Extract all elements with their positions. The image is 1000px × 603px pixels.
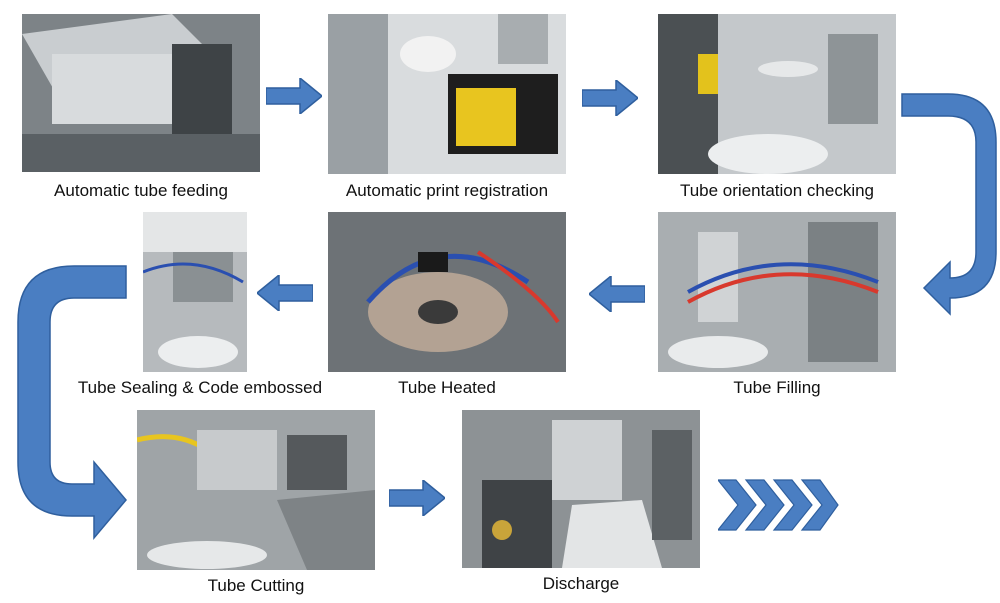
step-2-caption: Automatic print registration <box>345 181 549 200</box>
step-3-photo <box>658 14 896 174</box>
step-2-photo <box>328 14 566 174</box>
step-5-photo <box>328 212 566 372</box>
step-3-caption: Tube orientation checking <box>679 181 875 200</box>
arrow-right-1-2 <box>266 78 322 114</box>
step-6-caption: Tube Sealing & Code embossed <box>77 378 323 397</box>
arrow-right-2-3 <box>582 80 638 116</box>
step-1-photo <box>22 14 260 172</box>
continue-chevrons <box>718 478 840 532</box>
step-6-photo <box>143 212 247 372</box>
curved-arrow-left <box>14 262 128 542</box>
step-7-photo <box>137 410 375 570</box>
arrow-left-4-5 <box>589 276 645 312</box>
step-4-caption: Tube Filling <box>733 378 821 397</box>
arrow-right-7-8 <box>389 480 445 516</box>
step-8-photo <box>462 410 700 568</box>
curved-arrow-right <box>900 92 998 336</box>
step-1-caption: Automatic tube feeding <box>54 181 228 200</box>
step-8-caption: Discharge <box>542 574 620 593</box>
step-5-caption: Tube Heated <box>398 378 496 397</box>
arrow-left-5-6 <box>257 275 313 311</box>
step-4-photo <box>658 212 896 372</box>
step-7-caption: Tube Cutting <box>207 576 305 595</box>
